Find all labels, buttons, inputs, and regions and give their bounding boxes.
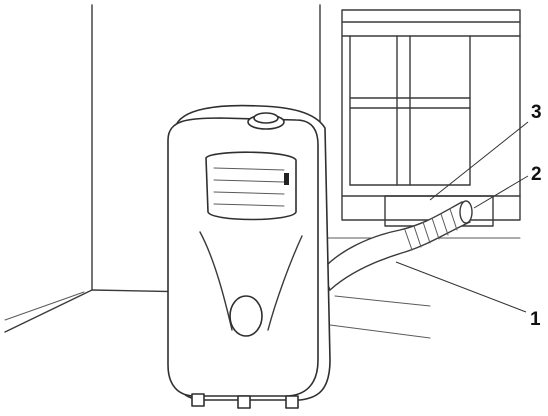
caster-left xyxy=(192,394,204,406)
caster-right xyxy=(286,396,298,408)
floor-edge-left xyxy=(5,290,92,332)
control-knob xyxy=(254,113,278,123)
hose-body xyxy=(322,202,470,290)
leader-3 xyxy=(430,122,528,200)
hose-window-adapter xyxy=(460,201,472,223)
air-outlet-panel xyxy=(206,152,296,219)
portable-ac-unit xyxy=(168,106,330,408)
front-emblem xyxy=(230,296,262,336)
floor-shadow-1 xyxy=(335,296,430,306)
window-frame-outer xyxy=(342,10,520,220)
baseboard-left xyxy=(5,292,84,320)
window xyxy=(320,10,520,238)
callout-3: 3 xyxy=(531,102,542,123)
caster-mid xyxy=(238,396,250,408)
callout-1: 1 xyxy=(530,309,541,330)
callout-2: 2 xyxy=(531,164,542,185)
exhaust-hose xyxy=(322,201,472,338)
indicator-light xyxy=(284,173,289,185)
floor-shadow-2 xyxy=(330,325,430,338)
